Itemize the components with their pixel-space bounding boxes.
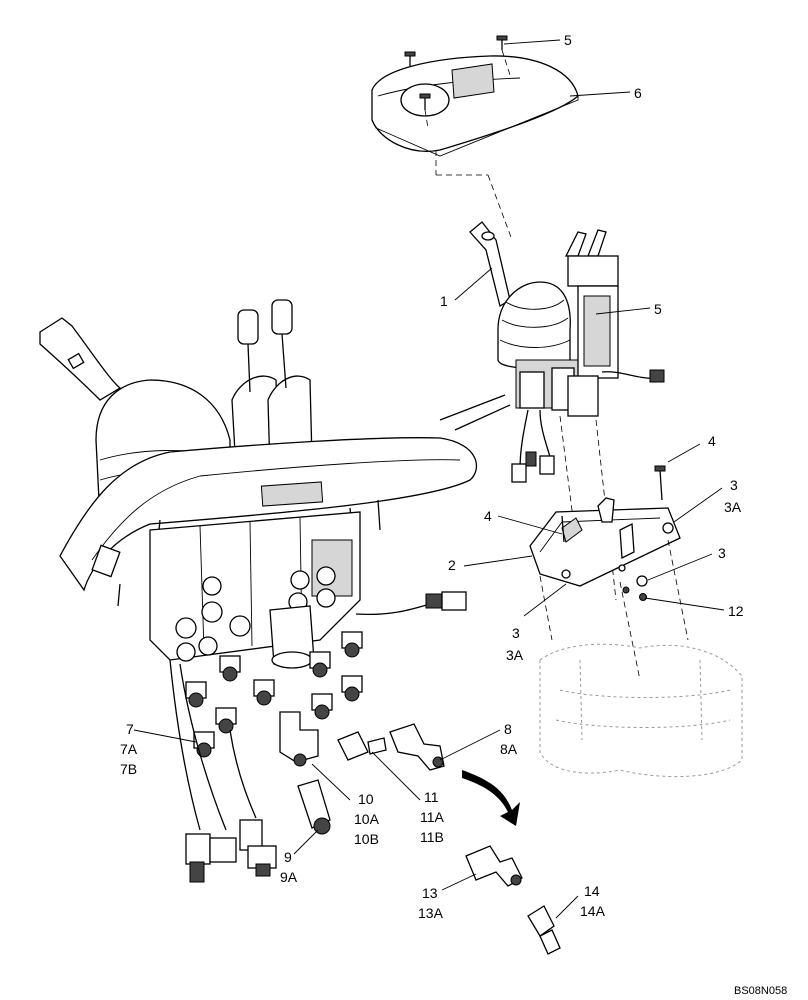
assembled-joystick bbox=[39, 299, 478, 669]
callout-1: 1 bbox=[440, 293, 448, 309]
mounting-plate bbox=[529, 497, 681, 587]
callout-7: 7 7A 7B bbox=[120, 721, 140, 777]
alternate-fitting-14 bbox=[527, 905, 561, 955]
callout-4-right: 4 bbox=[708, 433, 716, 449]
callout-12: 12 bbox=[728, 603, 744, 619]
callout-9: 9 9A bbox=[280, 849, 298, 885]
alternate-fittings-arrow bbox=[462, 770, 520, 826]
callout-11: 11 11A 11B bbox=[420, 789, 447, 845]
callout-3-low: 3 bbox=[718, 545, 726, 561]
callout-13: 13 13A bbox=[418, 885, 444, 921]
joystick-exploded bbox=[469, 221, 665, 483]
drawing-code: BS08N058 bbox=[734, 985, 787, 997]
callout-6: 6 bbox=[634, 85, 642, 101]
callout-5-top: 5 bbox=[564, 32, 572, 48]
fasteners bbox=[561, 465, 666, 601]
callout-labels: 5 6 1 5 4 4 3 3A 2 3 12 3 3A 7 7A 7B 8 8… bbox=[120, 32, 787, 997]
callout-8: 8 8A bbox=[500, 721, 518, 757]
alternate-fitting-13 bbox=[465, 845, 523, 887]
callout-14: 14 14A bbox=[580, 883, 606, 919]
callout-5-mid: 5 bbox=[654, 301, 662, 317]
callout-4-left: 4 bbox=[484, 508, 492, 524]
callout-3-3a-left: 3 3A bbox=[506, 625, 524, 663]
ghost-base-outline bbox=[539, 643, 743, 778]
leader-lines bbox=[133, 39, 725, 919]
screws-5-top bbox=[404, 35, 508, 110]
wiring-harness bbox=[169, 659, 277, 883]
callout-3-3a-right: 3 3A bbox=[724, 477, 742, 515]
callout-2: 2 bbox=[448, 557, 456, 573]
cover-plate bbox=[371, 55, 579, 157]
callout-10: 10 10A 10B bbox=[354, 791, 382, 847]
hose-fittings bbox=[185, 631, 445, 835]
